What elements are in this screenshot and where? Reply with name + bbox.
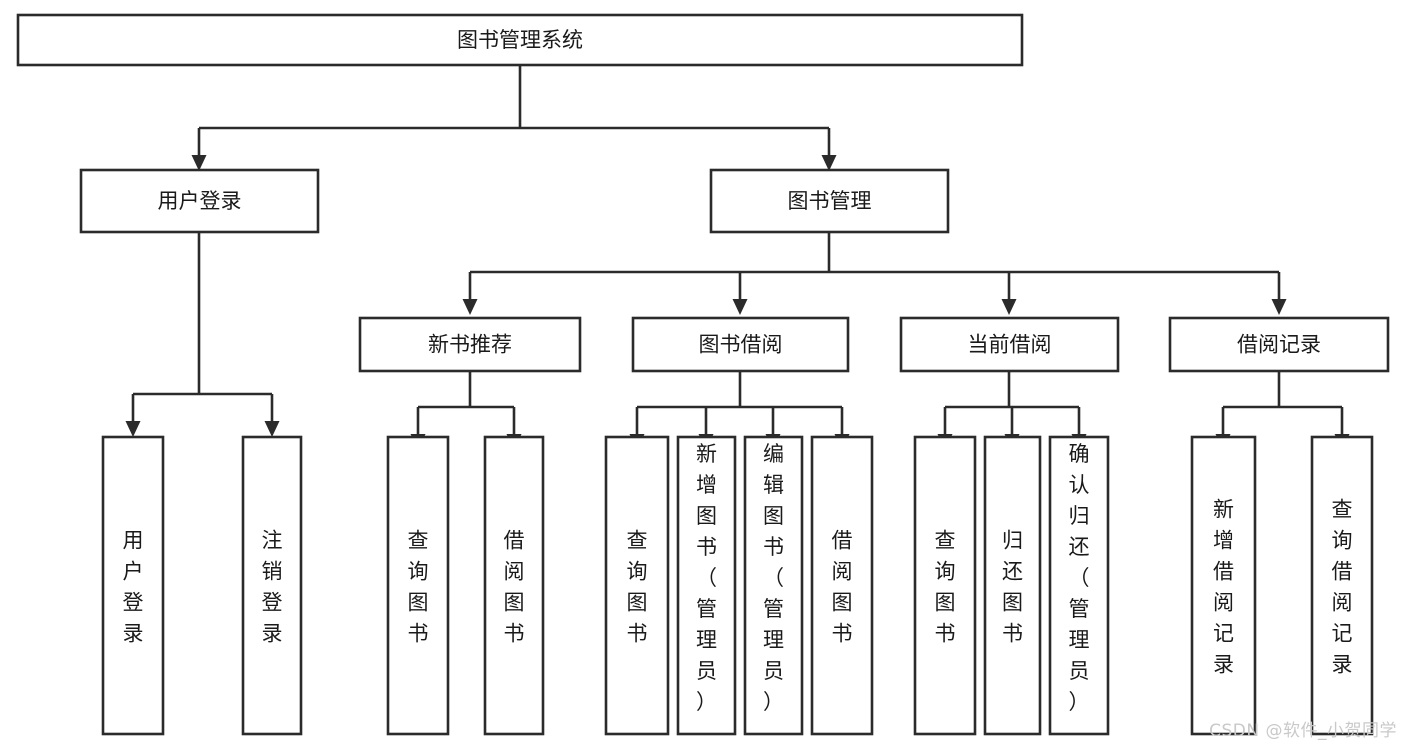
node-label: 新增借阅记录	[1213, 498, 1234, 677]
node-box[interactable]	[709, 168, 950, 234]
node-box[interactable]	[79, 168, 320, 234]
node-layer: 图书管理系统用户登录图书管理新书推荐图书借阅当前借阅借阅记录用户登录注销登录查询…	[16, 13, 1390, 736]
node-label: 查询图书	[935, 529, 956, 646]
node-level3-current-borrow[interactable]: 当前借阅	[899, 316, 1120, 373]
node-leaf-leaf-user-login[interactable]: 用户登录	[101, 435, 165, 736]
node-label: 当前借阅	[968, 333, 1052, 357]
node-label: 编辑图书（管理员）	[763, 442, 784, 714]
node-leaf-leaf-add-record[interactable]: 新增借阅记录	[1190, 435, 1257, 736]
connector-book-manage-to-level3	[462, 232, 1287, 315]
node-label: 借阅图书	[832, 529, 853, 646]
node-box[interactable]	[16, 13, 1024, 67]
node-leaf-leaf-query-book-2[interactable]: 查询图书	[604, 435, 670, 736]
node-level2-book-manage[interactable]: 图书管理	[709, 168, 950, 234]
node-label: 查询图书	[408, 529, 429, 646]
node-box[interactable]	[1190, 435, 1257, 736]
arrow-head-icon	[191, 155, 207, 171]
node-box[interactable]	[604, 435, 670, 736]
arrow-head-icon	[821, 155, 837, 171]
node-box[interactable]	[358, 316, 582, 373]
node-label: 图书管理系统	[457, 28, 583, 52]
node-label: 新书推荐	[428, 333, 512, 357]
node-label: 图书借阅	[699, 333, 783, 357]
connector-layer	[125, 65, 1350, 450]
node-label: 借阅记录	[1237, 333, 1321, 357]
node-label: 查询图书	[627, 529, 648, 646]
connector-user-login-to-leaves	[125, 232, 280, 437]
connector-root-to-level2	[191, 65, 837, 171]
node-leaf-leaf-add-book[interactable]: 新增图书（管理员）	[676, 435, 737, 736]
node-level3-book-borrow[interactable]: 图书借阅	[631, 316, 850, 373]
node-label: 图书管理	[788, 189, 872, 213]
node-leaf-leaf-query-book-1[interactable]: 查询图书	[386, 435, 450, 736]
node-box[interactable]	[386, 435, 450, 736]
arrow-head-icon	[264, 421, 280, 437]
node-box[interactable]	[101, 435, 165, 736]
node-box[interactable]	[913, 435, 977, 736]
node-box[interactable]	[810, 435, 874, 736]
node-level3-borrow-record[interactable]: 借阅记录	[1168, 316, 1390, 373]
node-label: 确认归还（管理员）	[1069, 442, 1090, 714]
node-leaf-leaf-query-record[interactable]: 查询借阅记录	[1310, 435, 1374, 736]
arrow-head-icon	[1271, 299, 1287, 315]
node-box[interactable]	[1168, 316, 1390, 373]
csdn-watermark: CSDN @软件_小贺同学	[1209, 721, 1397, 741]
node-box[interactable]	[631, 316, 850, 373]
node-label: 新增图书（管理员）	[696, 442, 717, 714]
arrow-head-icon	[125, 421, 141, 437]
arrow-head-icon	[732, 299, 748, 315]
node-label: 借阅图书	[504, 529, 525, 646]
node-root-root[interactable]: 图书管理系统	[16, 13, 1024, 67]
node-level3-new-book-recommend[interactable]: 新书推荐	[358, 316, 582, 373]
node-leaf-leaf-borrow-book-1[interactable]: 借阅图书	[483, 435, 545, 736]
node-box[interactable]	[483, 435, 545, 736]
node-level2-user-login[interactable]: 用户登录	[79, 168, 320, 234]
node-leaf-leaf-edit-book[interactable]: 编辑图书（管理员）	[743, 435, 804, 736]
node-leaf-leaf-confirm-return[interactable]: 确认归还（管理员）	[1048, 435, 1110, 736]
node-box[interactable]	[241, 435, 303, 736]
node-label: 用户登录	[123, 529, 144, 646]
node-leaf-leaf-return-book[interactable]: 归还图书	[983, 435, 1042, 736]
node-box[interactable]	[676, 435, 737, 736]
node-label: 注销登录	[262, 529, 283, 646]
node-box[interactable]	[1048, 435, 1110, 736]
node-leaf-leaf-query-book-3[interactable]: 查询图书	[913, 435, 977, 736]
node-label: 查询借阅记录	[1332, 498, 1353, 677]
arrow-head-icon	[462, 299, 478, 315]
node-leaf-leaf-logout[interactable]: 注销登录	[241, 435, 303, 736]
node-box[interactable]	[1310, 435, 1374, 736]
node-label: 归还图书	[1002, 529, 1023, 646]
node-box[interactable]	[743, 435, 804, 736]
node-leaf-leaf-borrow-book-2[interactable]: 借阅图书	[810, 435, 874, 736]
node-label: 用户登录	[158, 189, 242, 213]
node-box[interactable]	[899, 316, 1120, 373]
node-box[interactable]	[983, 435, 1042, 736]
arrow-head-icon	[1001, 299, 1017, 315]
